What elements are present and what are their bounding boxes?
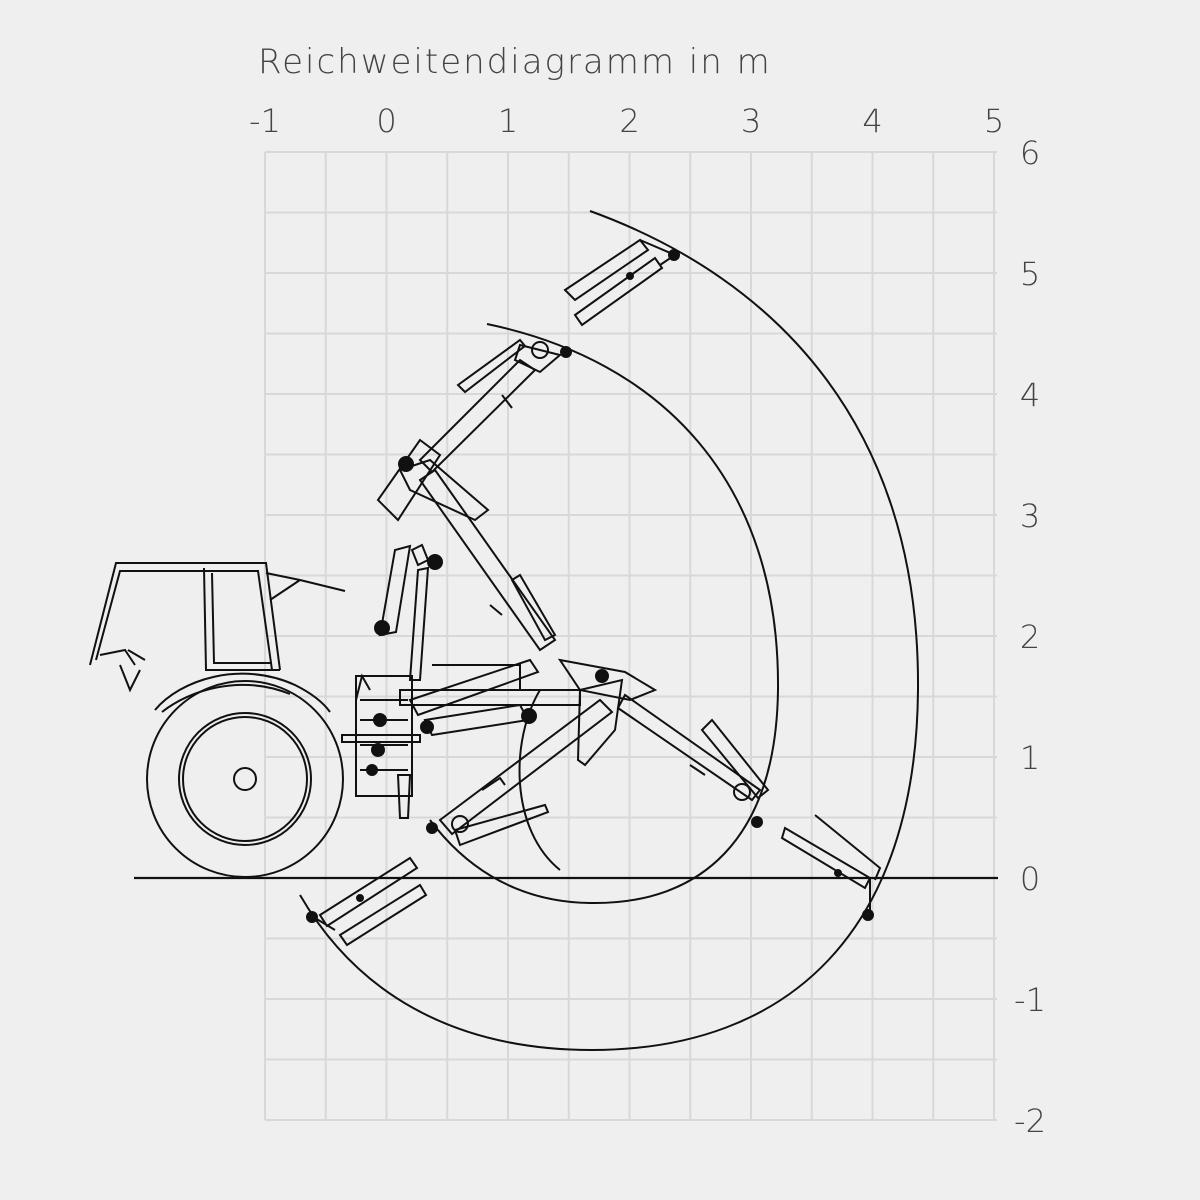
- x-tick-label: 0: [376, 102, 396, 140]
- diagram-title: Reichweitendiagramm in m: [258, 42, 772, 82]
- y-tick-label: 1: [1020, 739, 1040, 777]
- x-tick-label: 3: [741, 102, 761, 140]
- arm-lowered: [426, 698, 614, 847]
- inner-reach-arc: [429, 323, 780, 905]
- x-tick-label: 1: [498, 102, 518, 140]
- y-tick-label: -2: [1014, 1102, 1046, 1140]
- y-tick-label: 2: [1020, 618, 1040, 656]
- tractor-fender: [154, 672, 331, 713]
- y-tick-label: 5: [1020, 255, 1040, 293]
- x-tick-label: 2: [619, 102, 639, 140]
- y-axis-ticks: 6 5 4 3 2 1 0 -1 -2: [1014, 134, 1046, 1140]
- y-tick-label: 3: [1020, 497, 1040, 535]
- tractor-cab: [89, 562, 346, 693]
- reach-envelope: [299, 210, 920, 1052]
- y-tick-label: 4: [1020, 376, 1040, 414]
- x-axis-ticks: -1 0 1 2 3 4 5: [249, 102, 1004, 140]
- x-tick-label: 5: [984, 102, 1004, 140]
- arm-horizontal: [399, 658, 770, 828]
- x-tick-label: -1: [249, 102, 281, 140]
- tractor: [89, 562, 346, 878]
- cutter-head-top: [563, 238, 680, 327]
- grid: [264, 151, 997, 1121]
- cutter-head-right: [780, 814, 882, 921]
- cutter-heads: [306, 238, 882, 947]
- y-tick-label: -1: [1014, 981, 1046, 1019]
- x-tick-label: 4: [862, 102, 882, 140]
- mounting-frame: [341, 673, 421, 819]
- outer-reach-arc: [299, 210, 920, 1052]
- cutter-head-bottom: [306, 856, 428, 947]
- tractor-rear-wheel: [146, 680, 344, 878]
- arm-raised: [374, 338, 572, 681]
- y-tick-label: 0: [1020, 860, 1040, 898]
- y-tick-label: 6: [1020, 134, 1040, 172]
